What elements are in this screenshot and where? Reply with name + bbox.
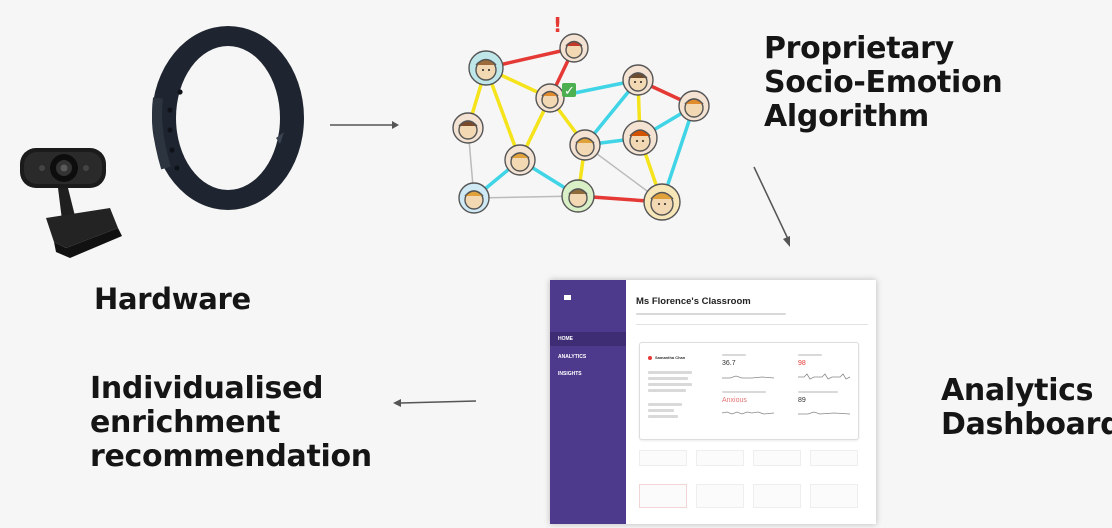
dashboard-logo (564, 294, 616, 302)
placeholder-card (810, 484, 858, 508)
arrow-hardware-to-algorithm (330, 121, 399, 129)
dashboard-sidebar (550, 280, 626, 524)
dashboard-screenshot: HOME ANALYTICS INSIGHTS Ms Florence's Cl… (550, 280, 876, 524)
webcam-image (20, 148, 122, 258)
dashboard-title: Ms Florence's Classroom (636, 296, 751, 307)
placeholder-card (639, 450, 687, 466)
check-badge: ✓ (564, 84, 575, 99)
dashboard-nav-insights: INSIGHTS (558, 371, 582, 377)
placeholder-card (696, 450, 744, 466)
alert-badge: ! (553, 13, 562, 37)
analytics-label: Analytics Dashboard (941, 373, 1112, 442)
placeholder-card (753, 450, 801, 466)
dashboard-divider (636, 324, 868, 325)
temperature-sparkline (722, 375, 774, 379)
arrow-dashboard-to-enrichment (393, 399, 477, 407)
fitness-band-image (152, 26, 304, 210)
activity-value: 89 (798, 397, 806, 404)
activity-sparkline (798, 411, 850, 415)
placeholder-card (639, 484, 687, 508)
arrow-algorithm-to-dashboard (753, 166, 790, 247)
dashboard-nav-home: HOME (550, 332, 626, 346)
placeholder-card (696, 484, 744, 508)
algorithm-label: Proprietary Socio-Emotion Algorithm (764, 31, 1003, 134)
heart-rate-value: 98 (798, 360, 806, 367)
socio-emotion-network: ! ✓ (452, 13, 710, 221)
student-card: Samantha Chan 36.7 Anxious 98 89 (639, 342, 859, 440)
emotion-value: Anxious (722, 397, 747, 404)
status-dot (648, 356, 652, 360)
student-name: Samantha Chan (655, 355, 686, 360)
enrichment-label: Individualised enrichment recommendation (90, 371, 372, 474)
dashboard-subtitle (636, 313, 786, 317)
dashboard-nav-analytics: ANALYTICS (558, 354, 587, 360)
emotion-sparkline (722, 411, 774, 415)
temperature-value: 36.7 (722, 360, 736, 367)
hardware-label: Hardware (94, 282, 251, 316)
heart-rate-sparkline (798, 373, 850, 380)
placeholder-card (753, 484, 801, 508)
placeholder-card (810, 450, 858, 466)
